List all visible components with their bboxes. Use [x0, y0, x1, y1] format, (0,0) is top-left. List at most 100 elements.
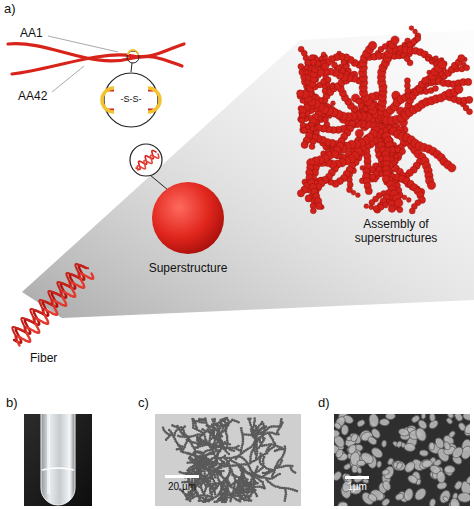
- particle: [237, 455, 240, 458]
- particle: [233, 449, 236, 452]
- superstructure-particle: [373, 205, 379, 211]
- superstructure-particle: [394, 154, 399, 159]
- particle: [259, 459, 262, 462]
- particle: [266, 452, 269, 455]
- superstructure-particle: [317, 69, 324, 76]
- particle: [226, 443, 229, 446]
- particle: [213, 489, 216, 492]
- particle: [254, 474, 257, 477]
- particle: [216, 500, 219, 503]
- particle: [256, 495, 259, 498]
- superstructure-particle: [321, 52, 326, 57]
- particle: [230, 449, 233, 452]
- helix: [136, 150, 159, 170]
- particle: [207, 480, 210, 483]
- particle: [285, 493, 288, 496]
- superstructure-particle: [304, 70, 309, 75]
- particle: [296, 490, 299, 493]
- particle: [261, 481, 264, 484]
- particle: [289, 488, 292, 491]
- superstructure-particle: [298, 46, 304, 52]
- superstructure-particle: [370, 174, 376, 180]
- particle: [284, 497, 287, 500]
- superstructure-particle: [402, 195, 407, 200]
- superstructure-particle: [301, 127, 307, 133]
- particle: [259, 452, 262, 455]
- superstructure-particle: [305, 60, 311, 66]
- particle: [217, 451, 220, 454]
- particle: [168, 429, 171, 432]
- particle: [206, 495, 209, 498]
- particle: [225, 494, 228, 497]
- particle: [262, 472, 265, 475]
- particle: [232, 494, 235, 497]
- particle: [229, 446, 232, 449]
- particle: [271, 469, 274, 472]
- superstructure-particle: [391, 36, 399, 44]
- superstructure-particle: [310, 126, 315, 131]
- particle: [263, 456, 266, 459]
- particle: [237, 449, 240, 452]
- particle: [185, 498, 188, 501]
- strand: [12, 44, 184, 74]
- particle: [263, 487, 266, 490]
- particle: [291, 465, 294, 468]
- particle: [246, 492, 249, 495]
- superstructure-particle: [297, 190, 304, 197]
- fiber-helices: [12, 264, 93, 346]
- particle: [294, 471, 297, 474]
- superstructure-particle: [309, 144, 315, 150]
- particle: [234, 487, 237, 490]
- superstructure-particle: [298, 64, 304, 70]
- particle: [265, 444, 268, 447]
- particle: [187, 494, 190, 497]
- particle: [255, 482, 258, 485]
- superstructure-particle: [368, 41, 376, 49]
- particle: [184, 494, 187, 497]
- particle: [284, 495, 287, 498]
- particle: [193, 458, 196, 461]
- superstructure-particle: [466, 96, 473, 103]
- superstructure-particle: [432, 85, 438, 91]
- superstructure-particle: [458, 55, 465, 62]
- glass-highlight: [47, 414, 50, 494]
- particle: [201, 456, 204, 459]
- particle: [262, 460, 265, 463]
- particle: [263, 466, 266, 469]
- particle: [245, 495, 248, 498]
- superstructure-particle: [425, 57, 430, 62]
- particle: [248, 499, 251, 502]
- tube-photo: [24, 414, 92, 506]
- particle: [263, 444, 266, 447]
- particle: [210, 477, 213, 480]
- particle: [178, 471, 181, 474]
- superstructure-particle: [322, 63, 329, 70]
- superstructure-particle: [397, 207, 403, 213]
- particle: [226, 484, 229, 487]
- particle: [274, 450, 277, 453]
- particle: [247, 489, 250, 492]
- particle: [226, 477, 229, 480]
- particle: [249, 482, 252, 485]
- particle: [283, 499, 286, 502]
- particle: [214, 482, 217, 485]
- particle: [250, 473, 253, 476]
- particle: [239, 477, 242, 480]
- particle: [247, 434, 250, 437]
- particle: [229, 459, 232, 462]
- superstructure-particle: [465, 78, 472, 85]
- particle: [189, 461, 192, 464]
- particle: [198, 463, 201, 466]
- superstructure-particle: [415, 36, 421, 42]
- particle: [274, 485, 277, 488]
- helix-strand: [16, 273, 94, 345]
- particle: [216, 500, 219, 503]
- zoom-circle: [104, 73, 158, 127]
- superstructure-particle: [356, 98, 362, 104]
- superstructure-particle: [332, 151, 339, 158]
- particle: [245, 483, 248, 486]
- leader-line: [48, 36, 118, 52]
- superstructure-particle: [467, 109, 473, 115]
- superstructure-particle: [404, 78, 410, 84]
